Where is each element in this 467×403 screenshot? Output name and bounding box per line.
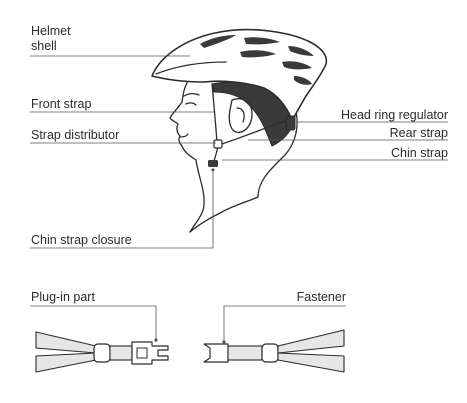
helmet-vent (282, 61, 312, 70)
strap-distributor-part (213, 139, 223, 149)
left-strap-slider (93, 343, 111, 363)
helmet (151, 28, 328, 121)
front-strap-line (211, 83, 218, 145)
right-strap-straight (227, 345, 263, 361)
left-strap-straight (109, 345, 133, 361)
label-fastener: Fastener (297, 290, 346, 304)
head-ring-regulator-part (285, 115, 296, 131)
head-illustration (169, 77, 298, 233)
right-strap-upper (277, 329, 345, 354)
left-strap-lower (35, 352, 97, 373)
helmet-straps (208, 83, 296, 167)
leader-lines-top (30, 55, 448, 249)
label-rear-strap: Rear strap (390, 126, 448, 140)
label-chin-strap-closure: Chin strap closure (31, 233, 132, 247)
neck-front (189, 159, 205, 233)
helmet-shell-outline (151, 28, 328, 121)
helmet-brim-line (155, 61, 227, 75)
label-front-strap: Front strap (31, 97, 91, 111)
fastener-icon (203, 343, 229, 363)
label-plug-in-part: Plug-in part (31, 290, 95, 304)
mouth (179, 133, 189, 138)
rear-strap-line (221, 119, 289, 145)
ear-inner (236, 107, 245, 123)
helmet-vent (288, 46, 314, 56)
label-head-ring-regulator: Head ring regulator (341, 108, 448, 122)
fastener-assembly (203, 305, 346, 373)
label-helmet-shell-1: Helmet (31, 24, 71, 38)
eye (185, 102, 197, 106)
right-strap-lower (277, 352, 345, 373)
helmet-vent (240, 50, 276, 58)
label-helmet-shell-2: shell (31, 39, 57, 53)
chin-strap-buckle (208, 160, 218, 167)
helmet-vent (200, 35, 236, 48)
neck-outline (189, 107, 298, 233)
helmet-vent (294, 76, 312, 85)
helmet-vent (244, 37, 280, 45)
label-strap-distributor: Strap distributor (31, 128, 119, 142)
plug-in-part-assembly (30, 305, 169, 373)
right-strap-slider (261, 343, 279, 363)
ear (228, 98, 253, 133)
eyebrow (183, 92, 200, 97)
label-chin-strap: Chin strap (391, 146, 448, 160)
left-strap-upper (35, 331, 97, 354)
face-profile (169, 77, 197, 161)
plug-in-slot (136, 347, 148, 359)
